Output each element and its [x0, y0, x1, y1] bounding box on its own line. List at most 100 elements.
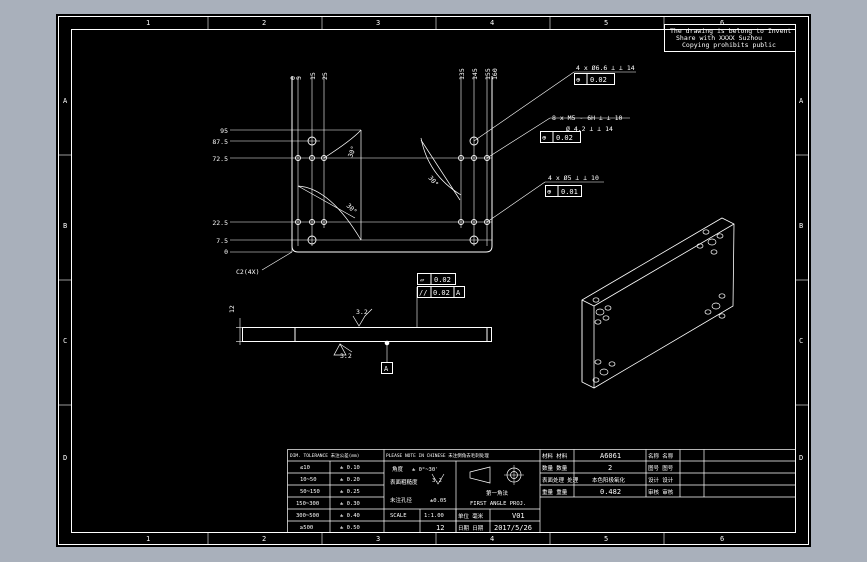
flatness-symbol: ▱: [420, 276, 425, 284]
hole-mark: [484, 219, 490, 225]
surface-finish-symbol: [352, 308, 373, 327]
notice-box: [664, 24, 796, 52]
dim-label: 135: [458, 68, 466, 80]
callout-text: Ø 4.2 ⊥ ⊥ 14: [566, 125, 613, 133]
grid-row-label: B: [799, 222, 803, 230]
tolerance-range: ≤10: [300, 465, 310, 471]
scale-value: 1:1.00: [424, 513, 444, 519]
dim-label: 0: [289, 76, 297, 80]
hole-mark: [458, 155, 464, 161]
material-value: A6061: [600, 452, 621, 460]
outer-border: [58, 16, 809, 545]
grid-column-ticks: [207, 17, 665, 544]
sheet-number: 12: [436, 524, 444, 532]
notice-line: Copying prohibits public: [682, 41, 776, 49]
grid-col-label: 2: [262, 535, 266, 543]
angle-label: 30°: [346, 145, 358, 159]
notes-header: PLEASE NOTE IN CHINESE 未注倒角去毛刺处理: [386, 452, 489, 459]
callout-text: 4 x Ø5 ⊥ ⊥ 10: [548, 174, 599, 182]
surface-finish-label: 3.2: [340, 352, 352, 360]
hole-mark: [321, 219, 327, 225]
revision: V01: [512, 512, 525, 520]
hole-mark: [458, 219, 464, 225]
callout-text: 8 x M5 - 6H ⊥ ⊥ 10: [552, 114, 623, 122]
unit-label: 单位 毫米: [458, 512, 484, 520]
grid-row-label: C: [63, 337, 67, 345]
grid-col-label: 3: [376, 535, 380, 543]
hole-mark: [309, 155, 315, 161]
tolerance-range: 150~300: [296, 501, 319, 507]
grid-row-label: A: [799, 97, 804, 105]
dim-label: 155: [484, 68, 492, 80]
projection-label: FIRST ANGLE PROJ.: [470, 501, 526, 507]
note-value: ± 0°~30': [412, 467, 439, 473]
info-label: 材料 材料: [542, 452, 568, 460]
datum-label: A: [384, 365, 389, 373]
projection-label: 第一角法: [486, 489, 509, 497]
grid-row-ticks: [59, 154, 808, 406]
gdt-frame: [417, 273, 456, 285]
tolerance-value: ± 0.20: [340, 477, 360, 483]
info-label: 表面处理 处理: [542, 476, 579, 484]
notice-line: Share with XXXX Suzhou: [676, 34, 762, 42]
note-label: 未注孔径: [390, 496, 413, 504]
drawing-date: 2017/5/26: [494, 524, 532, 532]
grid-row-label: A: [63, 97, 68, 105]
tolerance-range: 10~50: [300, 477, 317, 483]
note-value: 3.2: [432, 478, 442, 484]
dim-label: 25: [321, 72, 329, 80]
side-view: A 12 3.2 3.2 ▱ 0.02 // 0.02 A: [228, 273, 492, 374]
hole-mark: [321, 155, 327, 161]
tolerance-value: ± 0.40: [340, 513, 360, 519]
scale-label: SCALE: [390, 513, 407, 519]
date-label: 日期 日期: [458, 525, 484, 532]
note-label: 角度: [392, 465, 404, 473]
hole-mark: [484, 155, 490, 161]
dim-label: 15: [309, 72, 317, 80]
gdt-tolerance: 0.02: [590, 76, 607, 84]
gdt-tolerance: 0.02: [433, 289, 450, 297]
gdt-frame: [545, 185, 582, 197]
grid-col-label: 6: [720, 535, 724, 543]
grid-row-label: D: [63, 454, 67, 462]
grid-row-label: D: [799, 454, 803, 462]
hole-mark: [295, 155, 301, 161]
hole-mark: [307, 136, 317, 146]
tolerance-value: ± 0.25: [340, 489, 360, 495]
info-label: 图号 图号: [648, 464, 674, 472]
weight-value: 0.482: [600, 488, 621, 496]
dim-label: 5: [295, 76, 303, 80]
grid-col-label: 3: [376, 19, 380, 27]
hole-callouts: 4 x Ø6.6 ⊥ ⊥ 14 8 x M5 - 6H ⊥ ⊥ 10 Ø 4.2…: [473, 64, 636, 223]
info-label: 数量 数量: [542, 464, 568, 472]
note-value: ±0.05: [430, 498, 447, 504]
hole-mark: [295, 219, 301, 225]
gdt-frame: [417, 286, 465, 298]
hole-mark: [469, 235, 479, 245]
dim-label: 72.5: [212, 155, 228, 163]
tolerance-range: ≥500: [300, 525, 313, 531]
drawing-sheet: [56, 14, 811, 547]
grid-col-label: 1: [146, 535, 150, 543]
gdt-frame: [540, 131, 581, 143]
tolerance-header: DIM. TOLERANCE 未注公差(mm): [290, 452, 359, 459]
dim-label: 0: [224, 248, 228, 256]
gdt-datum-ref: A: [456, 289, 461, 297]
dim-label: 7.5: [216, 237, 228, 245]
info-label: 名称 名称: [648, 452, 674, 460]
grid-col-label: 5: [604, 535, 608, 543]
title-block: [287, 449, 796, 533]
tolerance-value: ± 0.10: [340, 465, 360, 471]
gdt-tolerance: 0.02: [434, 276, 451, 284]
info-label: 设计 设计: [648, 476, 674, 484]
plan-view: 30° 30° 30° 0 5 15 25 135 145 155 160 95…: [212, 68, 499, 276]
tolerance-range: 50~150: [300, 489, 320, 495]
hole-mark: [469, 136, 479, 146]
isometric-view: [581, 217, 735, 389]
grid-col-label: 1: [146, 19, 150, 27]
datum-box: [381, 362, 393, 374]
grid-col-label: 4: [490, 19, 494, 27]
thickness-label: 12: [228, 305, 236, 313]
